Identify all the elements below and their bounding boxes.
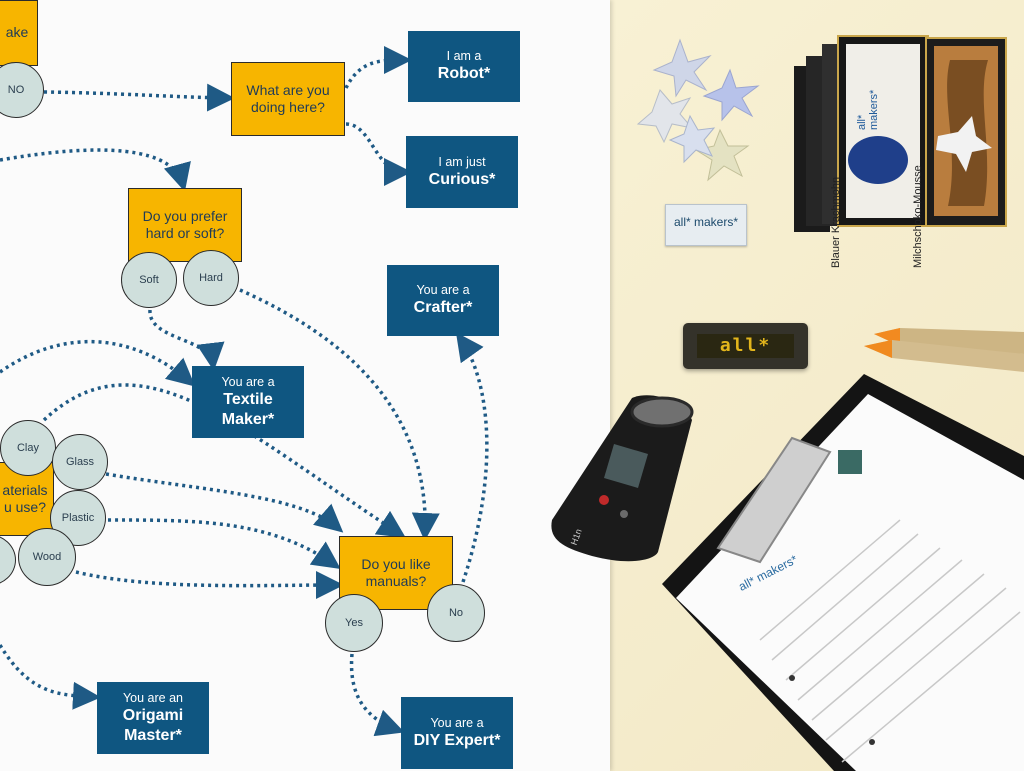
- audio-recorder: [551, 395, 694, 562]
- arrow-to-hardsoft: [0, 148, 191, 192]
- holographic-star-stickers: [636, 38, 760, 182]
- chocolate-right-name: Milchschoko-Mousse: [912, 165, 924, 268]
- result-textile-title: Textile Maker*: [221, 391, 275, 428]
- arrow-hard-to-manuals: [239, 288, 440, 541]
- arrow-what-to-robot: [344, 46, 412, 89]
- result-textile: You are a Textile Maker*: [192, 366, 304, 438]
- arrow-what-to-curious: [345, 122, 412, 186]
- answer-soft: Soft: [121, 252, 177, 308]
- answer-top-no: NO: [0, 62, 44, 118]
- result-crafter-lead: You are a: [416, 283, 470, 298]
- arrow-wood-to-manuals: [75, 570, 344, 600]
- answer-glass: Glass: [52, 434, 108, 490]
- result-diy: You are a DIY Expert*: [401, 697, 513, 769]
- result-robot: I am a Robot*: [408, 31, 520, 102]
- result-diy-title: DIY Expert*: [413, 731, 501, 749]
- result-diy-lead: You are a: [430, 715, 484, 730]
- pencils: [864, 328, 1024, 372]
- question-top-left: ake: [0, 0, 38, 66]
- arrow-clay-to-manuals: [42, 383, 406, 538]
- result-robot-title: Robot*: [437, 65, 491, 83]
- led-badge-text: all*: [697, 334, 794, 358]
- chocolate-left-name: Blauer Krachmohn: [830, 176, 842, 268]
- led-name-badge: all*: [683, 323, 808, 369]
- result-crafter: You are a Crafter*: [387, 265, 499, 336]
- result-curious-lead: I am just: [438, 154, 486, 169]
- chocolate-label-logo: all* makers*: [856, 89, 880, 130]
- question-hard-soft: Do you prefer hard or soft?: [128, 188, 242, 262]
- clipboard: [662, 374, 1024, 771]
- result-curious-title: Curious*: [428, 170, 496, 188]
- allmakers-sticker: all* makers*: [665, 204, 747, 246]
- answer-wood: Wood: [18, 528, 76, 586]
- arrow-no-to-crafter: [455, 332, 489, 583]
- chocolate-stack: [794, 35, 1007, 232]
- question-manuals: Do you like manuals?: [339, 536, 453, 610]
- arrow-glass-to-manuals: [105, 472, 344, 533]
- arrow-to-origami: [0, 644, 101, 710]
- answer-plastic: Plastic: [50, 490, 106, 546]
- result-robot-lead: I am a: [446, 49, 482, 64]
- question-what-doing: What are you doing here?: [231, 62, 345, 136]
- result-origami-title: Origami Master*: [122, 707, 184, 744]
- arrow-soft-to-textile: [148, 309, 225, 371]
- result-origami-lead: You are an: [122, 691, 183, 706]
- answer-yes: Yes: [325, 594, 383, 652]
- result-curious: I am just Curious*: [406, 136, 518, 208]
- result-crafter-title: Crafter*: [413, 299, 473, 317]
- sticker-logo-text: all* makers*: [673, 215, 739, 229]
- answer-hard: Hard: [183, 250, 239, 306]
- answer-clay: Clay: [0, 420, 56, 476]
- result-textile-lead: You are a: [221, 375, 275, 390]
- arrow-no-to-what: [43, 83, 235, 112]
- answer-no: No: [427, 584, 485, 642]
- result-origami: You are an Origami Master*: [97, 682, 209, 754]
